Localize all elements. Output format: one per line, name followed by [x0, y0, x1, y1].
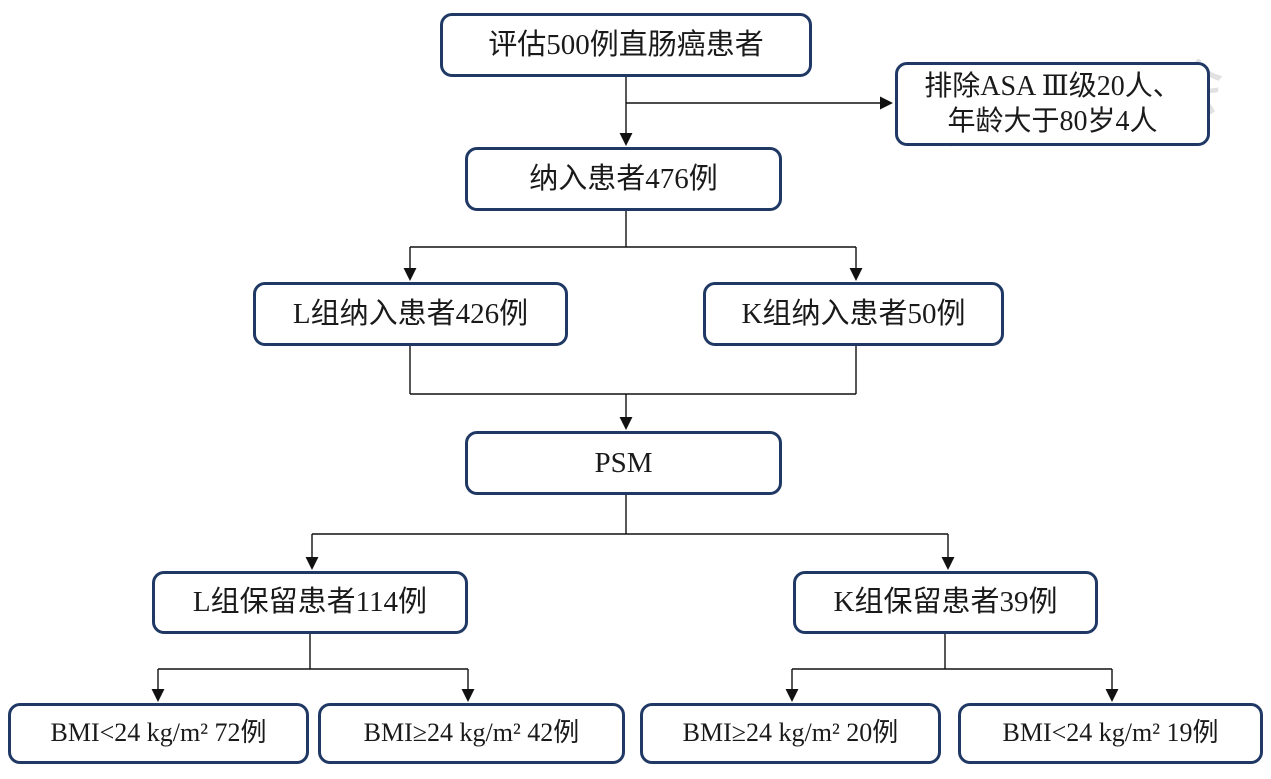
node-bmi-k-low: BMI<24 kg/m² 19例	[958, 703, 1263, 764]
node-assessed-label: 评估500例直肠癌患者	[488, 28, 764, 61]
node-group-l-label: L组纳入患者426例	[292, 297, 529, 330]
node-excluded: 排除ASA Ⅲ级20人、 年龄大于80岁4人	[895, 62, 1210, 146]
node-group-l-kept: L组保留患者114例	[152, 571, 468, 634]
node-bmi-l-low-label: BMI<24 kg/m² 72例	[50, 718, 267, 748]
node-group-l: L组纳入患者426例	[253, 282, 568, 346]
node-bmi-k-high: BMI≥24 kg/m² 20例	[640, 703, 941, 764]
node-bmi-l-low: BMI<24 kg/m² 72例	[8, 703, 309, 764]
node-group-k-kept: K组保留患者39例	[793, 571, 1098, 634]
node-bmi-l-high: BMI≥24 kg/m² 42例	[318, 703, 625, 764]
node-excluded-line2: 年龄大于80岁4人	[947, 106, 1158, 137]
node-bmi-l-high-label: BMI≥24 kg/m² 42例	[363, 718, 580, 748]
node-psm: PSM	[465, 431, 782, 495]
node-group-k: K组纳入患者50例	[703, 282, 1004, 346]
node-included: 纳入患者476例	[465, 147, 782, 211]
node-excluded-line1: 排除ASA Ⅲ级20人、	[924, 71, 1181, 102]
node-included-label: 纳入患者476例	[529, 162, 718, 195]
node-psm-label: PSM	[594, 446, 653, 479]
node-bmi-k-low-label: BMI<24 kg/m² 19例	[1002, 718, 1219, 748]
node-group-k-kept-label: K组保留患者39例	[833, 586, 1058, 619]
node-assessed: 评估500例直肠癌患者	[440, 13, 812, 77]
node-bmi-k-high-label: BMI≥24 kg/m² 20例	[682, 718, 899, 748]
node-group-k-label: K组纳入患者50例	[741, 297, 966, 330]
node-group-l-kept-label: L组保留患者114例	[192, 586, 428, 619]
